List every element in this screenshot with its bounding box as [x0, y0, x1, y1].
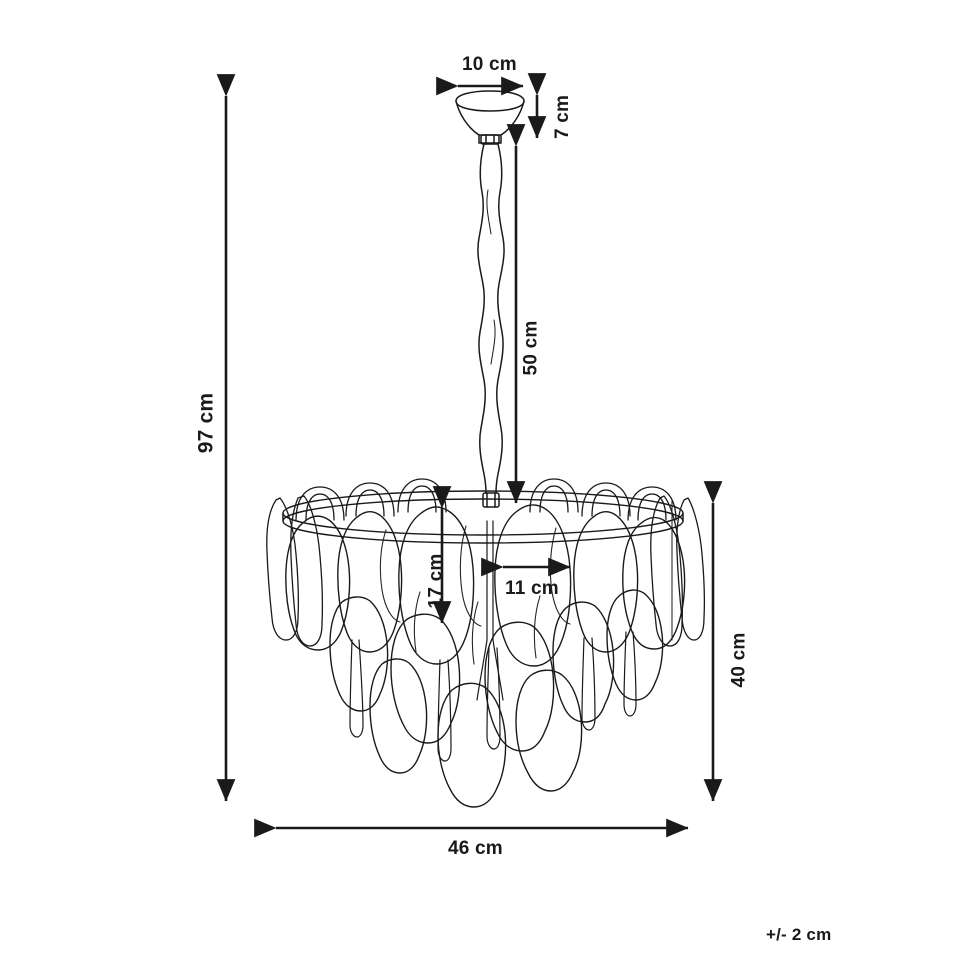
petal-tier-3 [369, 658, 583, 808]
dim-label-shade-diameter: 46 cm [448, 838, 503, 859]
edge-drop-strands [266, 495, 706, 647]
dim-label-canopy-height: 7 cm [552, 94, 574, 140]
dimension-lines [216, 73, 723, 838]
product-outline [266, 90, 706, 808]
tolerance-note: +/- 2 cm [766, 925, 832, 944]
glass-spikes [349, 631, 637, 762]
petal-tier-2 [329, 589, 664, 752]
dim-label-petal-height: 17 cm [425, 553, 447, 609]
dim-label-shade-height: 40 cm [728, 632, 750, 688]
dim-label-rod-height: 50 cm [520, 320, 542, 376]
dim-label-total-height: 97 cm [194, 392, 218, 454]
frame-ring [282, 490, 684, 701]
suspension-rod [477, 143, 505, 508]
dim-label-canopy-diameter: 10 cm [462, 54, 517, 75]
dim-label-petal-width: 11 cm [505, 578, 559, 599]
back-row-petals [379, 525, 571, 665]
petal-hook-clips [295, 478, 677, 521]
ceiling-canopy [455, 90, 525, 145]
